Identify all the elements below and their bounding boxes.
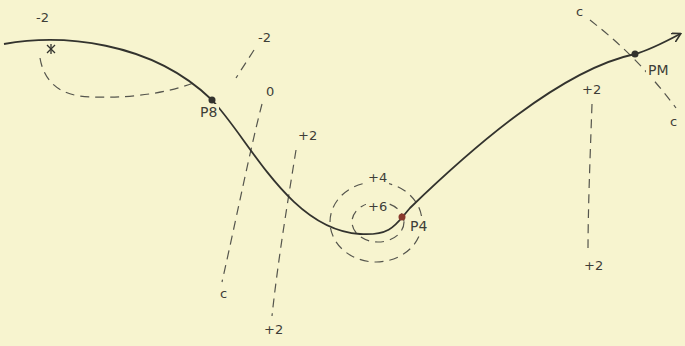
contour-line	[272, 150, 296, 316]
point-label: PM	[646, 62, 671, 78]
contour-label: 0	[264, 84, 276, 99]
contour-label: +6	[366, 199, 389, 214]
contour-line	[40, 58, 196, 97]
contour-label: c	[218, 286, 229, 301]
contour-label: +2	[580, 82, 603, 97]
point-dot	[632, 51, 639, 58]
contour-label: +2	[296, 128, 319, 143]
point-label: P8	[198, 104, 219, 120]
contour-label: +4	[366, 170, 389, 185]
contour-line	[222, 104, 262, 282]
contour-label: c	[574, 4, 585, 19]
contour-label: -2	[34, 10, 51, 25]
contour-line	[236, 50, 254, 78]
point-dot	[209, 97, 216, 104]
asterisk-mark	[47, 44, 55, 54]
point-dot	[399, 214, 406, 221]
contour-line	[588, 104, 592, 252]
contour-label: -2	[256, 30, 273, 45]
contour-label: +2	[262, 322, 285, 337]
contour-label: +2	[582, 258, 605, 273]
path-curve	[4, 34, 680, 234]
point-label: P4	[408, 218, 429, 234]
contour-label: c	[668, 114, 679, 129]
